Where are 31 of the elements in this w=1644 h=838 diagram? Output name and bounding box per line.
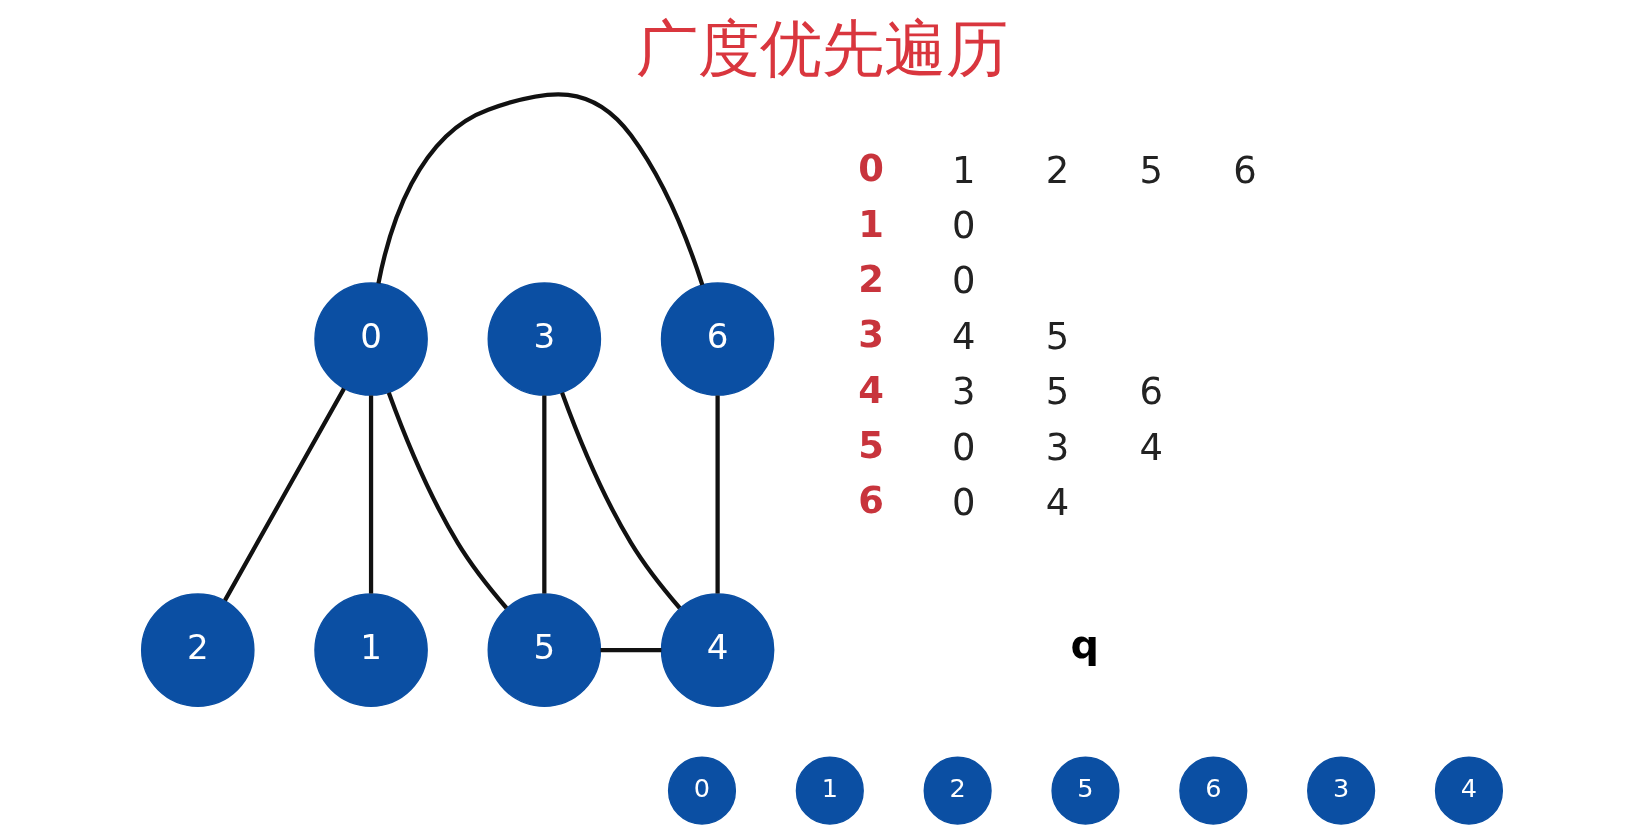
label: 6 0 4 bbox=[858, 479, 1070, 524]
label: 0 1 2 5 6 bbox=[858, 147, 1257, 192]
connector bbox=[560, 392, 682, 610]
node-circle: 1 bbox=[314, 593, 428, 707]
connector bbox=[223, 387, 346, 602]
node-circle: 1 bbox=[795, 756, 864, 825]
label: q bbox=[1070, 621, 1100, 668]
label: 3 4 5 bbox=[858, 313, 1070, 358]
connector bbox=[715, 395, 720, 594]
node-circle: 5 bbox=[487, 593, 602, 707]
label: 1 0 bbox=[858, 202, 976, 247]
connector bbox=[368, 395, 374, 594]
node-circle: 6 bbox=[1179, 756, 1248, 825]
node-circle: 4 bbox=[1434, 756, 1504, 825]
node-circle: 4 bbox=[660, 593, 775, 707]
node-circle: 6 bbox=[660, 282, 775, 396]
node-circle: 0 bbox=[667, 756, 737, 825]
node-circle: 2 bbox=[140, 593, 255, 707]
node-circle: 2 bbox=[923, 756, 992, 825]
node-circle: 3 bbox=[1307, 756, 1376, 825]
connector bbox=[542, 395, 547, 594]
label: 5 0 3 4 bbox=[858, 424, 1163, 469]
node-circle: 0 bbox=[314, 282, 428, 396]
label: 2 0 bbox=[858, 257, 976, 303]
diagram-title: 广度优先遍历 bbox=[636, 11, 1008, 85]
node-circle: 3 bbox=[487, 282, 602, 396]
connector bbox=[376, 92, 705, 286]
label: 4 3 5 6 bbox=[858, 368, 1163, 414]
connector bbox=[600, 647, 662, 653]
connector bbox=[386, 392, 509, 610]
node-circle: 5 bbox=[1051, 756, 1120, 825]
